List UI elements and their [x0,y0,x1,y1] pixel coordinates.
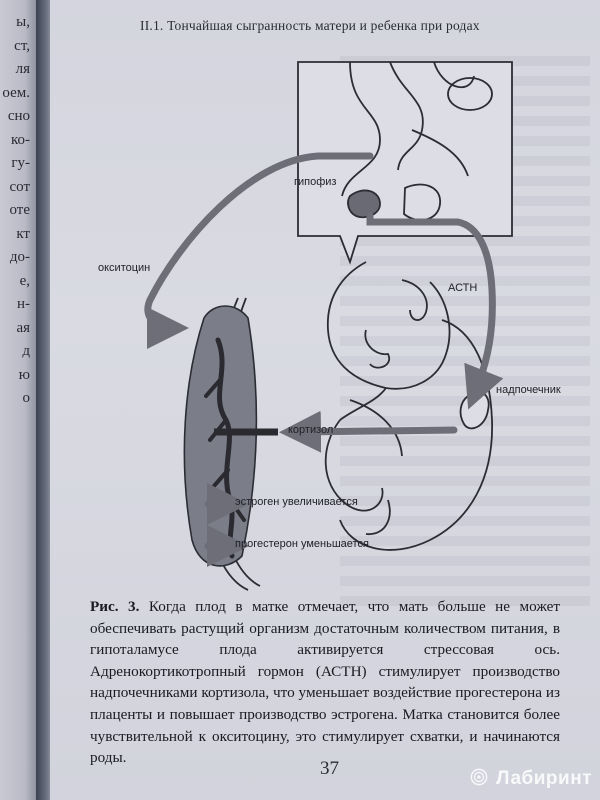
left-page-line: до- [9,249,30,265]
left-page-line: ст, [14,37,30,54]
left-page-line: д [22,343,30,359]
book-page: II.1. Тончайшая сыгранность матери и реб… [50,0,600,800]
left-page-line: сот [9,178,30,195]
cortisol-arrow [279,410,458,453]
book-gutter [36,0,54,800]
left-page-line: кт [16,225,30,242]
left-page-line: ы, [16,14,30,30]
label-pituitary: гипофиз [294,176,337,188]
caption-label: Рис. 3. [90,598,140,615]
left-page-line: оте [9,202,30,218]
left-page-line: о [22,390,31,406]
hormone-arrows [144,152,504,567]
fetal-head-inset [297,61,513,265]
label-estrogen: эстроген увеличивается [235,496,358,508]
labyrinth-logo-icon [470,768,488,786]
left-page-line: оем. [2,84,30,101]
caption-text: Когда плод в матке отмечает, что мать бо… [90,598,560,767]
label-progesterone: прогестерон уменьшается [235,538,369,550]
label-oxytocin: окситоцин [98,262,151,274]
left-page-line: гу- [11,155,30,171]
left-page-line: ю [18,366,30,383]
left-page-line: ая [16,319,30,336]
running-head: II.1. Тончайшая сыгранность матери и реб… [140,18,480,33]
page-number: 37 [320,758,339,779]
left-page-line: ко- [10,131,30,148]
pituitary-to-oxytocin-arrow [144,152,374,349]
label-adrenal: надпочечник [496,384,561,396]
left-page-line: е, [19,272,30,289]
uterus-placenta [183,305,258,567]
left-page-line: сно [7,108,30,124]
left-page-line: ля [15,61,30,77]
acth-arrow [366,212,504,410]
watermark-text: Лабиринт [496,768,592,789]
figure-caption: Рис. 3. Когда плод в матке отмечает, что… [90,596,560,769]
left-page-line: н- [16,296,30,312]
watermark: Лабиринт [470,768,592,790]
label-acth: АСТН [448,282,478,294]
label-cortisol: кортизол [288,424,334,436]
figure-3-diagram [144,61,513,591]
